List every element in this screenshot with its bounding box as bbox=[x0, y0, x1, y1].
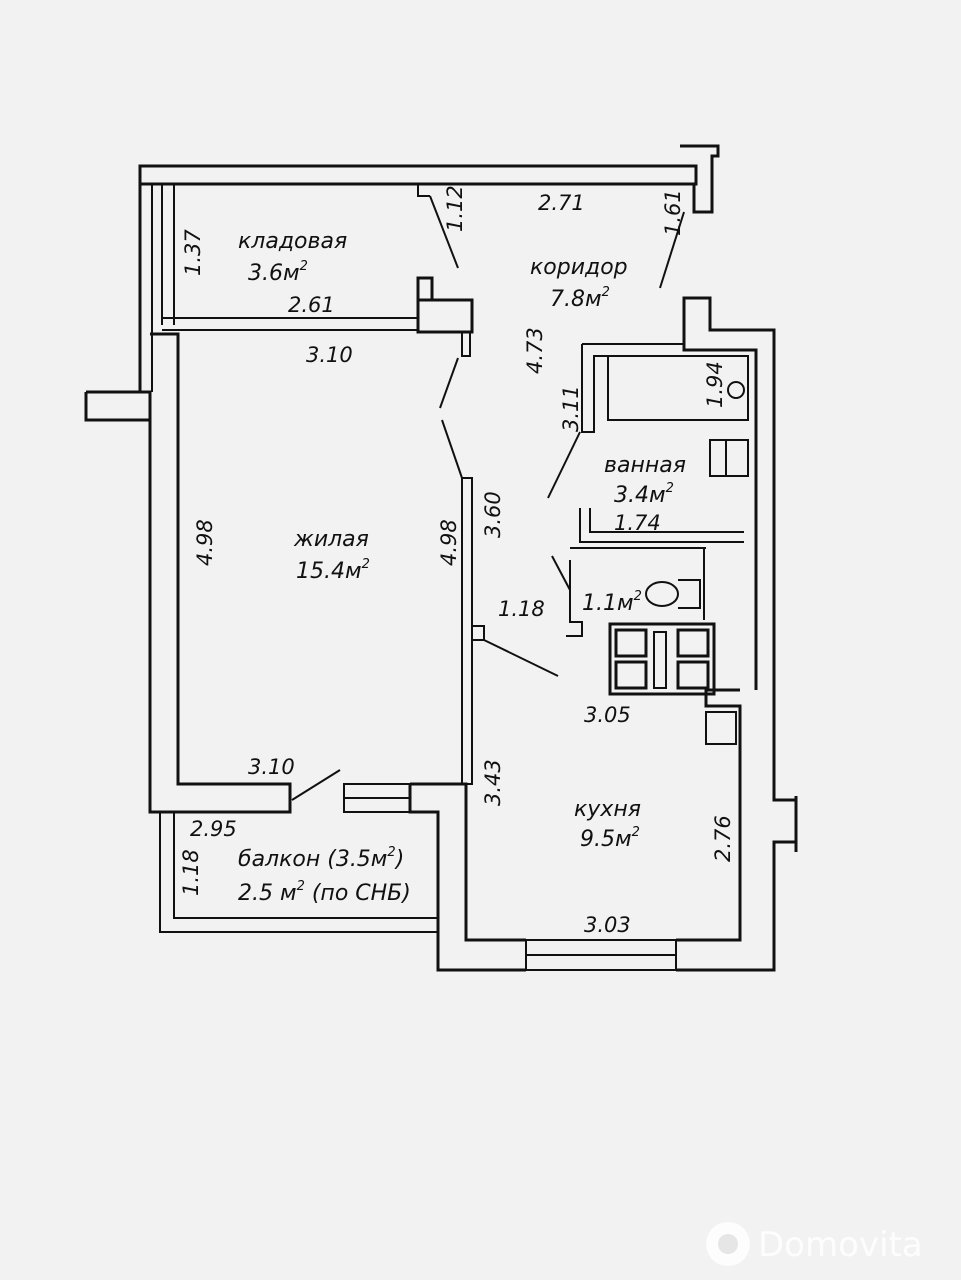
burner-1 bbox=[614, 628, 648, 658]
dim-living-right: 4.98 bbox=[437, 519, 461, 566]
dim-bath-right: 1.94 bbox=[703, 361, 727, 408]
living-name: жилая bbox=[293, 527, 369, 552]
kitchen-window bbox=[525, 939, 677, 971]
dim-passage: 1.18 bbox=[498, 597, 545, 621]
watermark-text: Domovita bbox=[758, 1225, 923, 1265]
balcony-door-frame bbox=[343, 783, 411, 813]
storage-bottom-wall bbox=[162, 317, 418, 331]
balcony-name: балкон (3.5м2) bbox=[238, 845, 404, 872]
watermark-logo-icon-inner bbox=[718, 1234, 738, 1254]
kitchen-area: 9.5м2 bbox=[580, 825, 640, 852]
wc-door-swing bbox=[551, 555, 571, 591]
dim-storage-width: 2.61 bbox=[288, 293, 335, 317]
burner-4 bbox=[676, 660, 710, 690]
dim-corridor-length: 4.73 bbox=[523, 327, 547, 374]
watermark: Domovita bbox=[706, 1222, 923, 1266]
kitchen-wall bbox=[408, 782, 526, 972]
bath-drain bbox=[727, 381, 745, 399]
dim-living-bottom: 3.10 bbox=[248, 755, 295, 779]
dim-balcony-width: 2.95 bbox=[190, 817, 237, 841]
stove-knobs bbox=[653, 631, 667, 689]
burner-3 bbox=[614, 660, 648, 690]
dim-living-left: 4.98 bbox=[193, 519, 217, 566]
dim-kitchen-right: 2.76 bbox=[711, 815, 735, 862]
dim-hall-lower: 3.60 bbox=[481, 491, 505, 538]
living-door-swing-2 bbox=[441, 419, 463, 479]
corridor-area: 7.8м2 bbox=[550, 285, 610, 312]
corridor-name: коридор bbox=[530, 255, 628, 280]
corridor-door-2 bbox=[659, 211, 685, 289]
walls bbox=[84, 144, 798, 972]
balcony-door-swing bbox=[291, 769, 341, 801]
bath-bottom-wall bbox=[579, 508, 744, 543]
dimension-labels: 1.37 2.61 2.71 1.12 1.61 4.73 3.10 4.98 … bbox=[179, 185, 735, 937]
dim-living-top: 3.10 bbox=[306, 343, 353, 367]
dim-balcony-depth: 1.18 bbox=[179, 849, 203, 896]
pillar-block-inner bbox=[416, 276, 434, 302]
wc-area: 1.1м2 bbox=[582, 589, 642, 616]
left-ledge bbox=[84, 392, 150, 422]
dim-corridor-door-right: 1.61 bbox=[661, 189, 685, 236]
stove bbox=[608, 622, 716, 696]
dim-kitchen-bottom: 3.03 bbox=[584, 913, 631, 937]
living-left-wall bbox=[86, 332, 292, 814]
wc-wall bbox=[566, 547, 706, 637]
bath-door-swing bbox=[547, 431, 581, 499]
toilet-bowl bbox=[645, 581, 679, 607]
bath-sink bbox=[709, 439, 749, 477]
dim-corridor-door-left: 1.12 bbox=[443, 185, 467, 232]
dim-kitchen-left: 3.43 bbox=[481, 759, 505, 806]
bathroom-area: 3.4м2 bbox=[614, 481, 674, 508]
balcony-area: 2.5 м2 (по СНБ) bbox=[238, 879, 411, 906]
burner-2 bbox=[676, 628, 710, 658]
dim-kitchen-top: 3.05 bbox=[584, 703, 631, 727]
storage-name: кладовая bbox=[238, 229, 347, 254]
balcony-outline bbox=[159, 812, 438, 933]
toilet-tank bbox=[678, 579, 701, 609]
bathroom-name: ванная bbox=[604, 453, 686, 478]
bath-tub bbox=[607, 355, 749, 421]
kitchen-counter bbox=[705, 711, 737, 745]
bathroom-wall bbox=[581, 343, 684, 433]
living-door-swing bbox=[439, 357, 459, 409]
living-door-jamb bbox=[461, 332, 471, 357]
kitchen-door-swing bbox=[472, 625, 559, 677]
living-area: 15.4м2 bbox=[296, 557, 370, 584]
corridor-door-1 bbox=[417, 184, 459, 269]
top-right-column bbox=[680, 144, 720, 214]
dim-bath-bottom: 1.74 bbox=[614, 511, 661, 535]
dim-corridor-top: 2.71 bbox=[538, 191, 585, 215]
kitchen-name: кухня bbox=[574, 797, 641, 822]
pillar-block bbox=[416, 298, 474, 334]
dim-bath-left: 3.11 bbox=[559, 385, 583, 432]
dim-storage-height: 1.37 bbox=[181, 229, 205, 276]
storage-area: 3.6м2 bbox=[248, 259, 308, 286]
kitchen-right-wall bbox=[676, 296, 798, 972]
room-labels: кладовая 3.6м2 коридор 7.8м2 ванная 3.4м… bbox=[238, 229, 686, 906]
living-kitchen-partition bbox=[461, 477, 473, 785]
top-exterior-wall bbox=[138, 164, 698, 186]
